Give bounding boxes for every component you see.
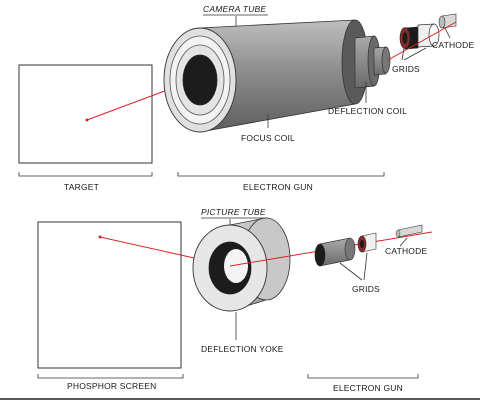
camera-cathode bbox=[438, 13, 457, 29]
camera-focus-coil bbox=[163, 19, 369, 133]
camera-deflection-coil-label: DEFLECTION COIL bbox=[328, 106, 407, 116]
picture-cathode-label: CATHODE bbox=[385, 246, 427, 256]
camera-focus-coil-label: FOCUS COIL bbox=[241, 133, 295, 143]
camera-tube-title: CAMERA TUBE bbox=[203, 4, 266, 14]
camera-target bbox=[18, 64, 153, 164]
picture-tube-title: PICTURE TUBE bbox=[201, 207, 266, 217]
picture-electron-gun-label: ELECTRON GUN bbox=[333, 383, 403, 393]
phosphor-screen-label: PHOSPHOR SCREEN bbox=[67, 381, 156, 391]
picture-grids bbox=[314, 232, 377, 267]
camera-grids-label: GRIDS bbox=[392, 64, 420, 74]
picture-grids-label: GRIDS bbox=[352, 284, 380, 294]
camera-cathode-label: CATHODE bbox=[432, 40, 474, 50]
camera-deflection-coil bbox=[354, 35, 391, 89]
camera-electron-gun-label: ELECTRON GUN bbox=[243, 182, 313, 192]
picture-cathode bbox=[395, 224, 423, 238]
deflection-yoke bbox=[192, 217, 291, 312]
camera-target-label: TARGET bbox=[64, 182, 99, 192]
phosphor-screen bbox=[37, 221, 182, 369]
camera-grids bbox=[399, 23, 440, 50]
deflection-yoke-label: DEFLECTION YOKE bbox=[201, 344, 284, 354]
